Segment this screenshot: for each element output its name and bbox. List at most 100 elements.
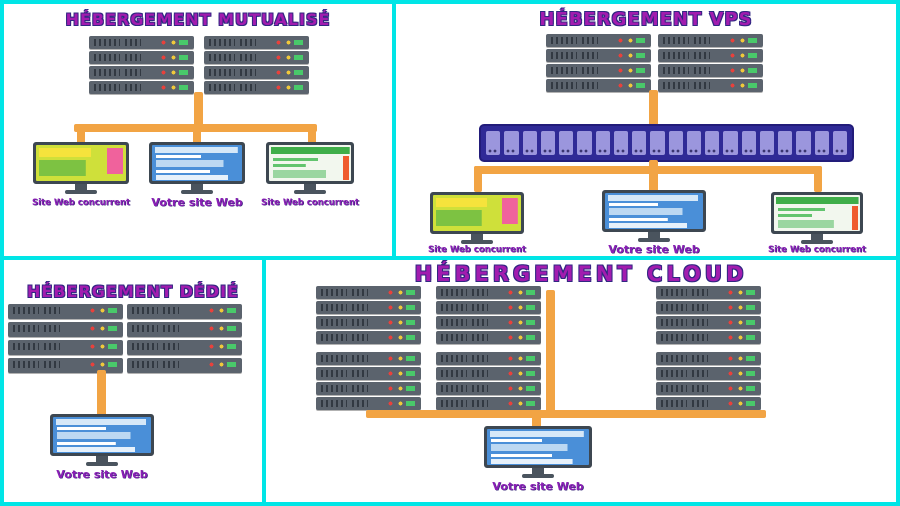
server-unit-icon [316, 301, 421, 314]
monitor-label: Site Web concurrent [428, 245, 526, 255]
monitor-base [86, 462, 118, 466]
server-unit-icon [8, 322, 123, 337]
monitor-votre-site [149, 142, 245, 194]
monitor-frame [266, 142, 354, 184]
server-rack [436, 286, 541, 344]
monitor-frame [33, 142, 129, 184]
vm-slot-icon [668, 131, 683, 155]
server-unit-icon [316, 397, 421, 410]
server-unit-icon [204, 81, 309, 94]
server-unit-icon [316, 367, 421, 380]
vm-slot-icon [723, 131, 738, 155]
server-unit-icon [316, 316, 421, 329]
monitor-site-concurrent [33, 142, 129, 194]
monitor-stand [96, 456, 108, 462]
server-unit-icon [656, 367, 761, 380]
server-unit-icon [204, 66, 309, 79]
monitor-base [294, 190, 326, 194]
monitor-frame [602, 190, 706, 232]
server-unit-icon [658, 79, 763, 92]
server-unit-icon [546, 64, 651, 77]
vm-slot-icon [486, 131, 501, 155]
website-preview-votre-site-icon [152, 145, 242, 181]
server-rack [436, 352, 541, 410]
monitor-base [65, 190, 97, 194]
server-unit-icon [656, 331, 761, 344]
server-unit-icon [8, 340, 123, 355]
connector-pipe-drop [532, 410, 541, 428]
panel-title-cloud: HÉBERGEMENT CLOUD [414, 262, 748, 286]
server-unit-icon [436, 316, 541, 329]
server-unit-icon [127, 340, 242, 355]
connector-pipe-drop [308, 130, 316, 144]
vm-slot-icon [705, 131, 720, 155]
server-unit-icon [436, 367, 541, 380]
virtualization-layer [479, 124, 854, 162]
vm-slot-icon [686, 131, 701, 155]
connector-pipe-drop [474, 166, 482, 192]
monitor-frame [484, 426, 592, 468]
server-unit-icon [89, 36, 194, 49]
server-unit-icon [8, 304, 123, 319]
vm-slot-icon [577, 131, 592, 155]
vm-slot-icon [814, 131, 829, 155]
monitor-stand [532, 468, 544, 474]
monitor-stand [75, 184, 87, 190]
monitor-stand [648, 232, 660, 238]
monitor-votre-site [602, 190, 706, 242]
server-unit-icon [436, 382, 541, 395]
server-unit-icon [546, 34, 651, 47]
server-unit-icon [89, 81, 194, 94]
server-unit-icon [436, 301, 541, 314]
server-unit-icon [436, 397, 541, 410]
server-unit-icon [127, 322, 242, 337]
monitor-site-concurrent [771, 192, 863, 244]
monitor-stand [471, 234, 483, 240]
monitor-label: Votre site Web [608, 243, 700, 256]
server-unit-icon [436, 286, 541, 299]
server-rack [8, 304, 123, 373]
vm-slot-icon [540, 131, 555, 155]
server-unit-icon [656, 382, 761, 395]
vm-slot-icon [632, 131, 647, 155]
website-preview-concurrent-icon [774, 195, 860, 231]
vm-slot-icon [741, 131, 756, 155]
connector-pipe-drop [814, 166, 822, 192]
server-unit-icon [127, 304, 242, 319]
vm-slot-icon [832, 131, 847, 155]
server-rack [204, 36, 309, 94]
panel-hebergement-mutualise: HÉBERGEMENT MUTUALISÉ Site Web concurren… [4, 4, 392, 256]
monitor-label: Votre site Web [492, 480, 584, 493]
monitor-site-concurrent [430, 192, 524, 244]
server-unit-icon [658, 64, 763, 77]
server-unit-icon [546, 49, 651, 62]
website-preview-votre-site-icon [605, 193, 703, 229]
monitor-stand [191, 184, 203, 190]
monitor-label: Votre site Web [56, 468, 148, 481]
server-unit-icon [546, 79, 651, 92]
server-rack [656, 352, 761, 410]
vm-slot-icon [759, 131, 774, 155]
server-unit-icon [89, 66, 194, 79]
monitor-frame [430, 192, 524, 234]
monitor-frame [771, 192, 863, 234]
monitor-base [181, 190, 213, 194]
connector-pipe-drop [193, 130, 201, 144]
panel-hebergement-cloud: HÉBERGEMENT CLOUD Votre site Web [266, 260, 896, 502]
server-unit-icon [436, 352, 541, 365]
connector-pipe-vertical [194, 92, 203, 130]
vm-slot-icon [613, 131, 628, 155]
monitor-votre-site [484, 426, 592, 478]
server-rack [316, 352, 421, 410]
monitor-base [801, 240, 833, 244]
panel-title-vps: HÉBERGEMENT VPS [539, 9, 753, 30]
vm-slot-icon [796, 131, 811, 155]
website-preview-concurrent-icon [433, 195, 521, 231]
vm-slot-icon [595, 131, 610, 155]
server-unit-icon [316, 286, 421, 299]
connector-pipe-horizontal [474, 166, 822, 174]
connector-pipe-horizontal [366, 410, 766, 418]
vm-slot-icon [650, 131, 665, 155]
server-unit-icon [656, 301, 761, 314]
